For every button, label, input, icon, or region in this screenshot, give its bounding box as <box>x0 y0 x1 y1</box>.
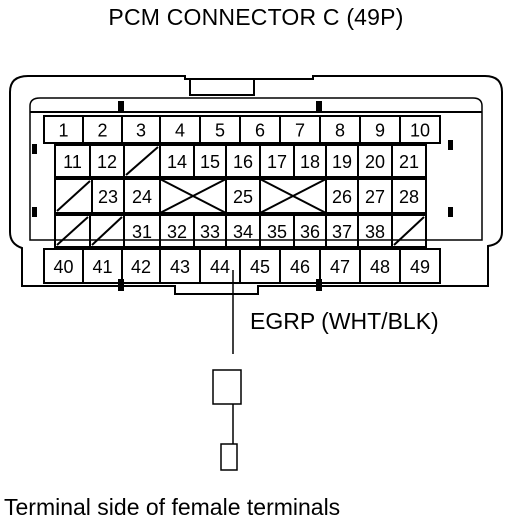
probe-connector <box>212 369 242 405</box>
terminal-number: 2 <box>97 121 107 141</box>
terminal-number: 6 <box>255 121 265 141</box>
terminal-number: 28 <box>399 187 419 207</box>
connector-housing-inner <box>29 97 483 241</box>
blocked-cavity-mark <box>91 216 123 246</box>
terminal-number: 38 <box>365 222 385 242</box>
connector-housing-outer <box>9 75 503 295</box>
terminal-cell <box>391 178 427 214</box>
terminal-number: 45 <box>250 257 270 277</box>
blocked-cavity-mark <box>56 216 89 246</box>
egrp-signal-label: EGRP (WHT/BLK) <box>250 308 439 334</box>
terminal-number: 15 <box>200 152 220 172</box>
terminal-number: 23 <box>98 187 118 207</box>
terminal-number: 16 <box>233 152 253 172</box>
terminal-number: 43 <box>170 257 190 277</box>
blocked-cavity-mark <box>159 178 227 214</box>
terminal-number: 7 <box>295 121 305 141</box>
connector-latch <box>189 78 255 96</box>
connector-keys <box>32 101 453 291</box>
terminal-number: 5 <box>215 121 225 141</box>
egrp-lead-wire <box>212 270 242 471</box>
terminal-number: 25 <box>233 187 253 207</box>
connector-title: PCM CONNECTOR C (49P) <box>108 4 404 30</box>
terminal-number: 4 <box>175 121 185 141</box>
terminal-number: 40 <box>53 257 73 277</box>
terminal-number: 48 <box>370 257 390 277</box>
terminal-number: 44 <box>210 257 230 277</box>
terminal-number: 21 <box>399 152 419 172</box>
terminal-number: 9 <box>375 121 385 141</box>
terminal-number: 10 <box>410 121 430 141</box>
blocked-cavity-mark <box>125 146 159 176</box>
terminal-number: 3 <box>136 121 146 141</box>
terminal-number: 20 <box>365 152 385 172</box>
terminal-number: 37 <box>332 222 352 242</box>
terminal-number: 17 <box>267 152 287 172</box>
terminal-side-caption: Terminal side of female terminals <box>4 494 341 520</box>
terminal-number: 11 <box>63 152 82 172</box>
terminal-number: 34 <box>233 222 253 242</box>
terminal-number: 32 <box>167 222 187 242</box>
terminal-number: 24 <box>132 187 152 207</box>
terminal-number: 19 <box>332 152 352 172</box>
terminal-cell <box>399 115 441 144</box>
terminal-number: 26 <box>332 187 352 207</box>
terminal-number: 12 <box>97 152 117 172</box>
unused-cavity <box>391 214 427 248</box>
terminal-number: 41 <box>92 257 112 277</box>
terminal-cell <box>391 144 427 178</box>
terminal-number: 31 <box>132 222 152 242</box>
terminal-number: 8 <box>335 121 345 141</box>
terminal-cell <box>399 248 441 284</box>
terminal-number: 18 <box>300 152 320 172</box>
terminal-number: 27 <box>365 187 385 207</box>
terminal-number: 14 <box>167 152 187 172</box>
probe-tip <box>220 443 238 471</box>
blocked-cavity-mark <box>56 180 91 212</box>
terminal-number: 42 <box>131 257 151 277</box>
blocked-cavity-mark <box>393 216 425 246</box>
terminal-number: 36 <box>300 222 320 242</box>
terminal-number: 47 <box>330 257 350 277</box>
terminal-number: 35 <box>267 222 287 242</box>
terminal-number: 49 <box>410 257 430 277</box>
blocked-cavity-mark <box>259 178 327 214</box>
terminal-number: 33 <box>200 222 220 242</box>
terminal-number: 46 <box>290 257 310 277</box>
terminal-number: 1 <box>58 121 68 141</box>
